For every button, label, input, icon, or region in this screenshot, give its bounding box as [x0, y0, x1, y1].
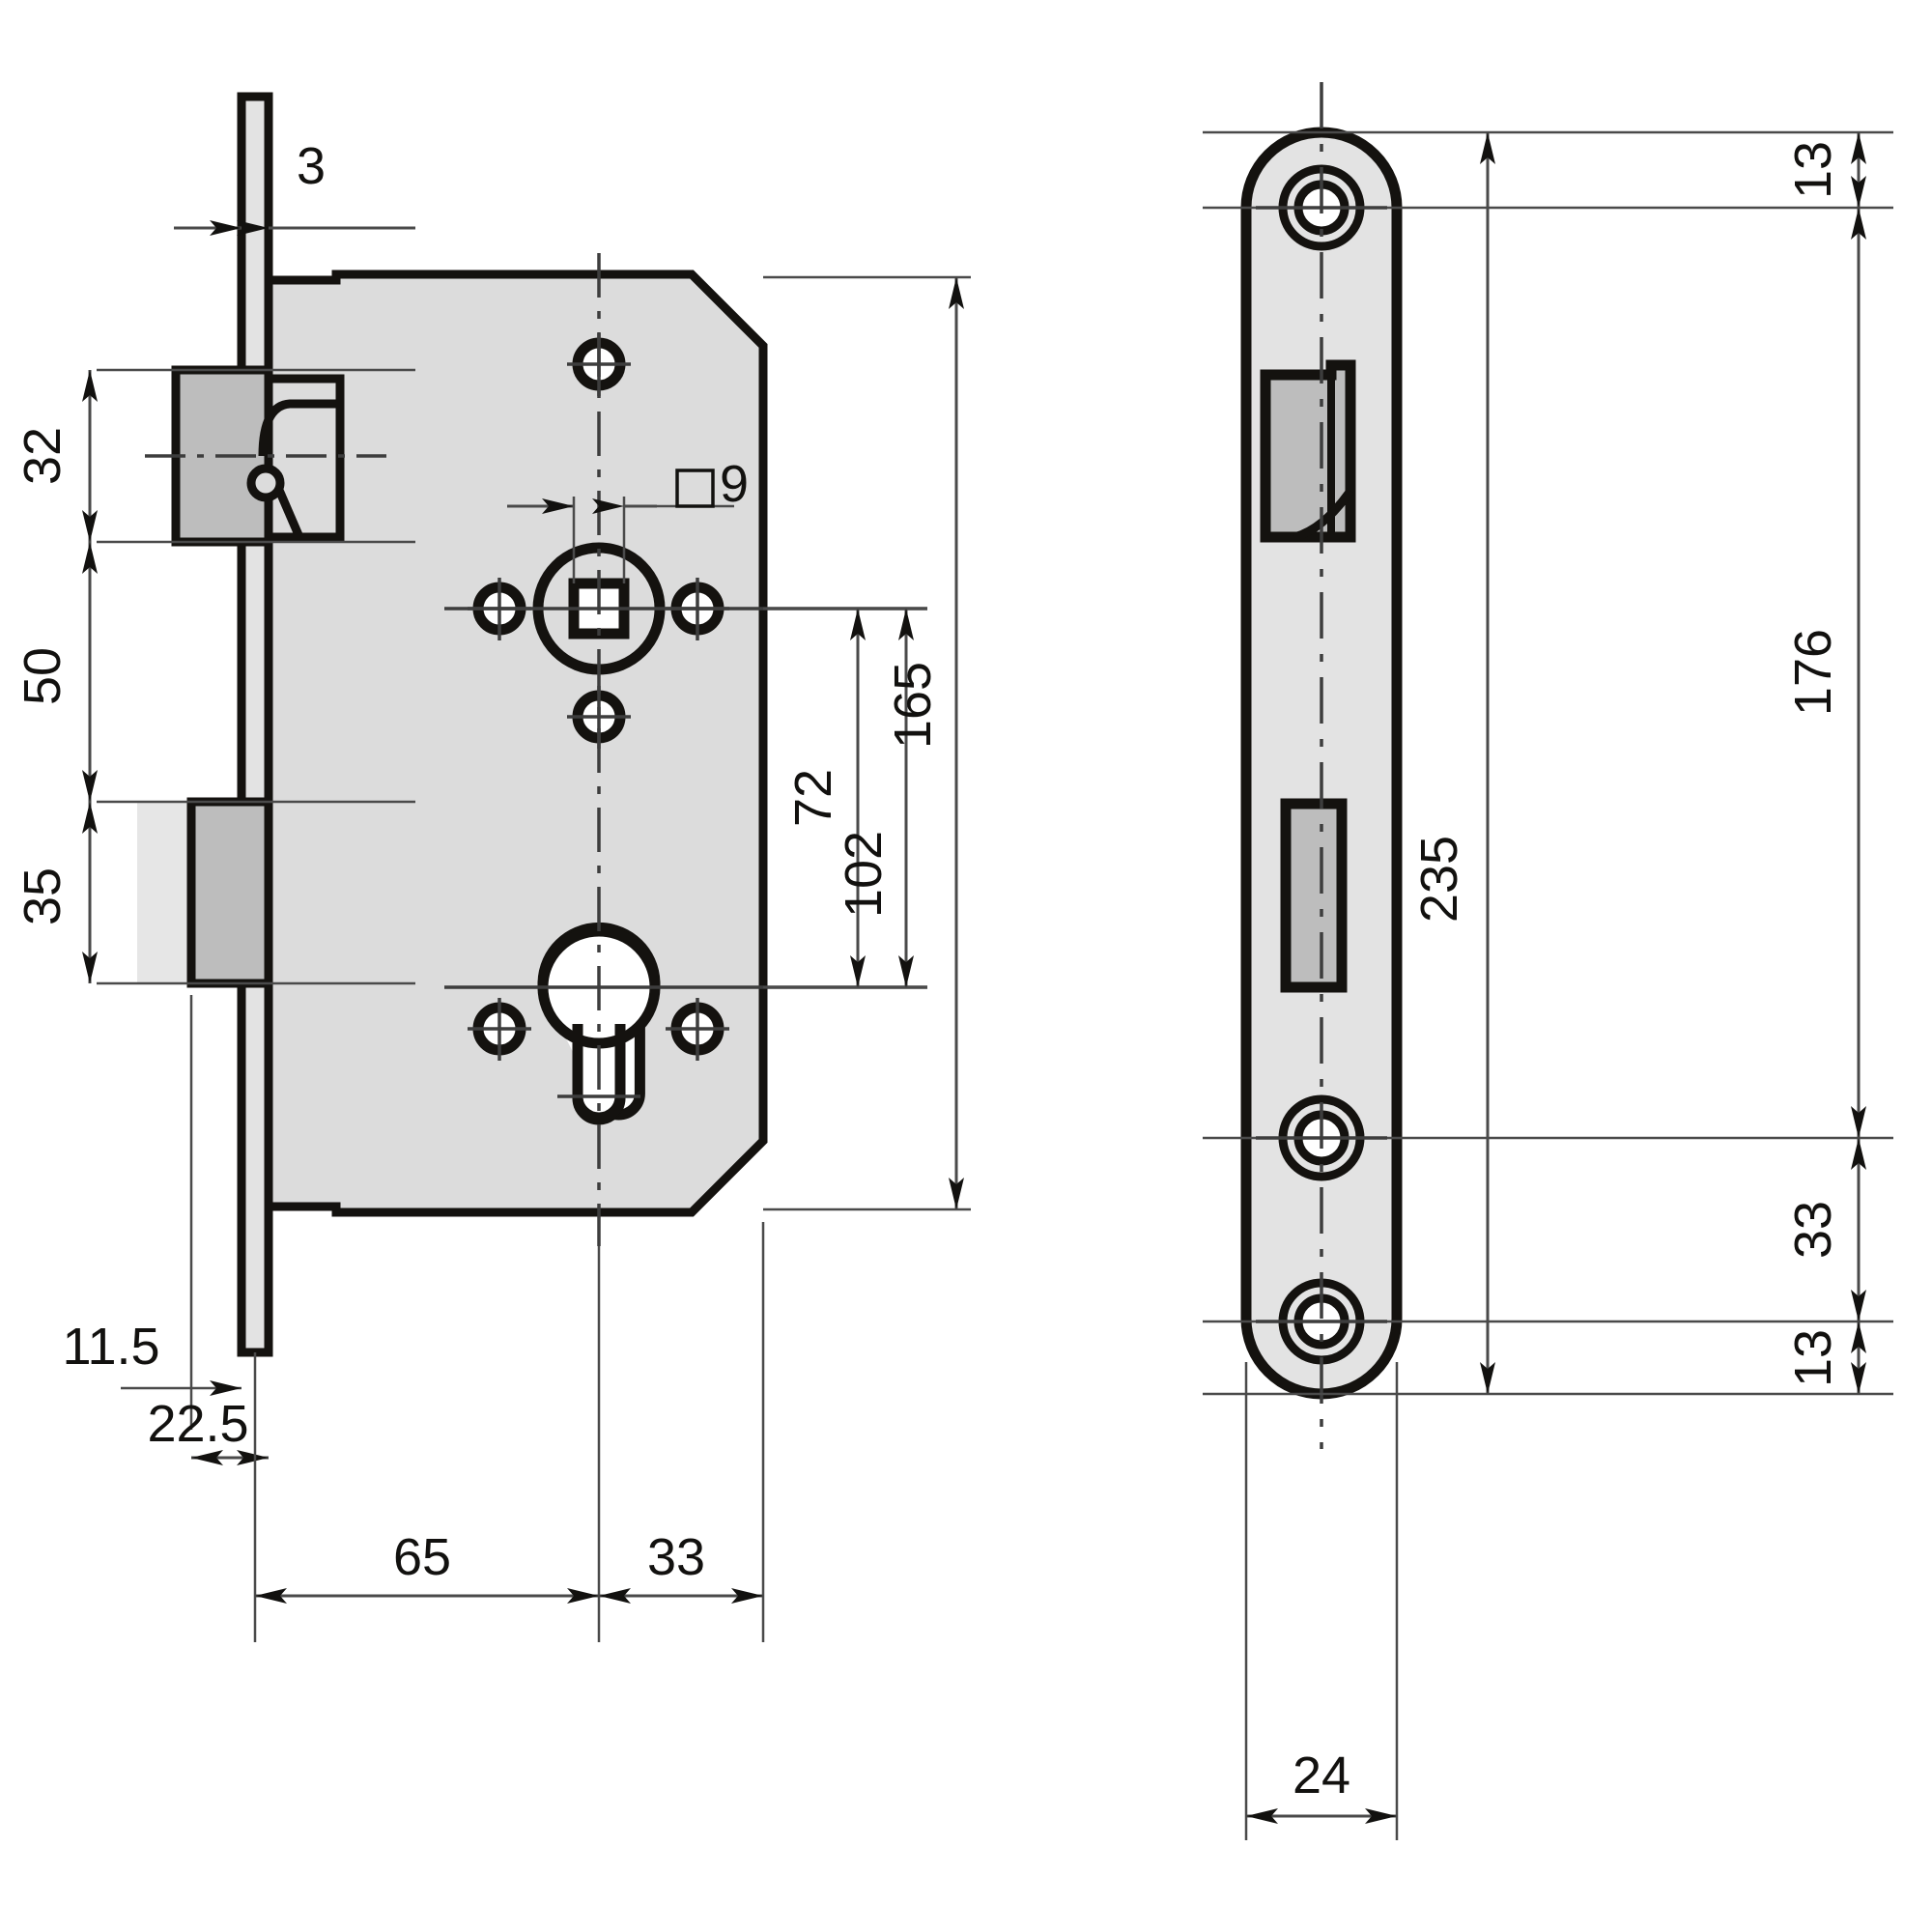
side-view-group: 3 32 50 35 11.5 22.5 [14, 92, 971, 1642]
dim-35-group: 35 [14, 802, 415, 985]
dim-3-label: 3 [297, 137, 326, 195]
dim-22-5-label: 22.5 [147, 1395, 248, 1453]
dim-65-group: 65 [255, 1528, 599, 1604]
dim-11-5-label: 11.5 [62, 1318, 159, 1376]
dim-24-label: 24 [1293, 1747, 1350, 1804]
dim-9-group: 9 [507, 455, 749, 583]
dim-72-label: 72 [784, 769, 842, 827]
dim-165-group: 165 [884, 277, 964, 1209]
front-screw-crosshairs [1256, 206, 1387, 1323]
dim-65-label: 65 [393, 1528, 451, 1586]
dim-176-group: 176 [1784, 208, 1866, 1138]
square-symbol-icon [675, 469, 715, 508]
dead-bolt-throw [137, 802, 191, 983]
dim-13-bottom-group: 13 [1784, 1321, 1866, 1394]
dim-24-group: 24 [1244, 1362, 1399, 1840]
dim-32-group: 32 [14, 368, 415, 544]
dim-33-group: 33 [599, 1528, 763, 1604]
dim-235-group: 235 [1410, 132, 1495, 1394]
dim-9-label: 9 [720, 455, 749, 513]
dim-50-label: 50 [14, 647, 71, 705]
dead-bolt-aperture [1280, 798, 1348, 993]
front-view-group: 13 176 235 33 13 24 [1203, 82, 1893, 1840]
dim-13-top-label: 13 [1784, 141, 1842, 199]
latch-bolt-spring-arm [258, 399, 340, 457]
dim-35-label: 35 [14, 867, 71, 925]
dim-235-label: 235 [1410, 836, 1468, 923]
dim-32-label: 32 [14, 427, 71, 485]
dim-13-top-group: 13 [1784, 132, 1866, 208]
euro-cylinder-tip [572, 1095, 626, 1123]
dim-33-label: 33 [647, 1528, 705, 1586]
dim-33-bottom-group: 33 [1784, 1138, 1866, 1321]
latch-lever [273, 486, 304, 539]
faceplate-section [237, 92, 273, 1357]
dim-102-group: 102 [835, 609, 914, 987]
front-view-ext-lines [1203, 130, 1893, 1396]
dim-72-group: 72 [784, 609, 866, 987]
dim-50-group: 50 [14, 542, 415, 804]
dim-3-group: 3 [174, 137, 415, 236]
dim-13-bottom-label: 13 [1784, 1329, 1842, 1387]
dim-11-5-group: 11.5 [62, 995, 242, 1430]
latch-pivot-pin [246, 464, 285, 502]
dim-165-label: 165 [884, 662, 942, 749]
dim-33-bottom-label: 33 [1784, 1201, 1842, 1259]
dead-bolt [186, 797, 273, 988]
dim-176-label: 176 [1784, 629, 1842, 716]
dim-102-label: 102 [835, 831, 893, 918]
hole-crosshairs [468, 333, 729, 1098]
